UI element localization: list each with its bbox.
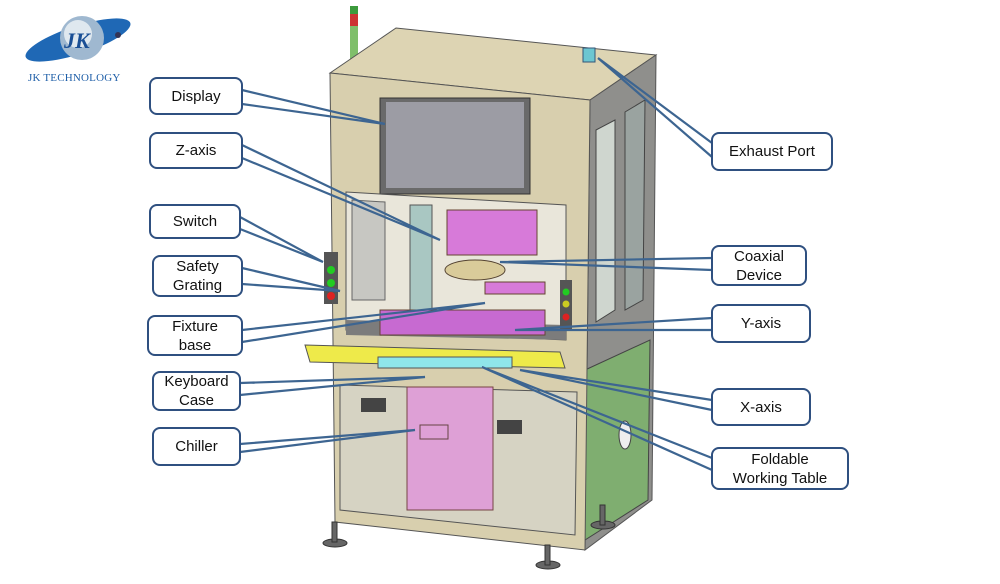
callout-switch: Switch [149, 204, 241, 239]
label-line: Safety [176, 258, 219, 275]
label-line: Device [736, 266, 782, 284]
callout-exhaust-port: Exhaust Port [711, 132, 833, 171]
leader-lines [239, 57, 713, 472]
label-line: Foldable [751, 450, 809, 468]
label-line: Coaxial [733, 247, 785, 265]
label-line: Keyboard [164, 373, 229, 390]
label-line: Z-axis [175, 142, 217, 159]
callout-x-axis: X-axis [711, 388, 811, 426]
label-line: base [178, 336, 212, 354]
callout-z-axis: Z-axis [149, 132, 243, 169]
svg-text:JK: JK [63, 28, 91, 53]
switch-lights-left [324, 252, 338, 304]
label-line: Switch [172, 213, 218, 230]
jk-logo: JK [25, 16, 131, 62]
callout-chiller: Chiller [152, 427, 241, 466]
logo-text: JK TECHNOLOGY [28, 72, 121, 84]
label-line: Y-axis [740, 315, 782, 332]
label-line: Chiller [175, 438, 218, 455]
label-line: X-axis [740, 398, 782, 416]
switch-lights-right [560, 280, 572, 330]
label-line: Exhaust Port [729, 143, 815, 160]
callout-display: Display [149, 77, 243, 115]
callout-y-axis: Y-axis [711, 304, 811, 343]
label-line: Case [178, 392, 215, 409]
label-line: Fixture [172, 317, 218, 335]
label-line: Grating [172, 277, 223, 294]
label-line: Working Table [732, 469, 828, 487]
label-line: Display [171, 87, 221, 105]
